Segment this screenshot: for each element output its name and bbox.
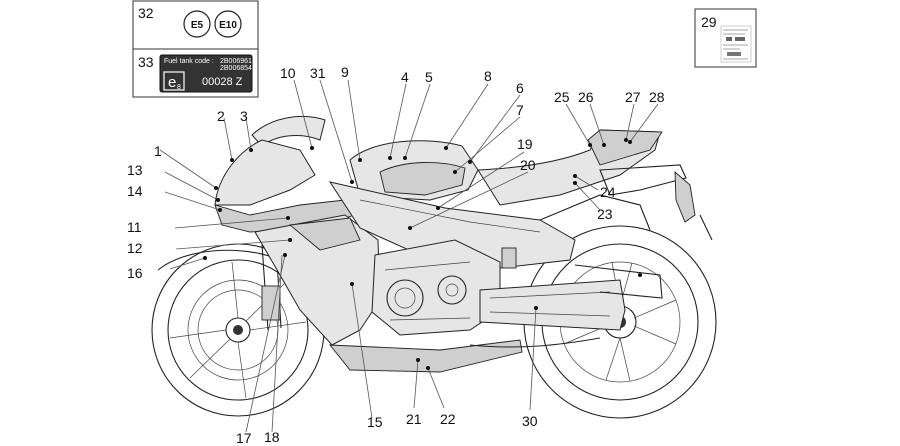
inset-number-32: 32 — [138, 5, 154, 21]
callout-12: 12 — [127, 240, 143, 256]
callout-16: 16 — [127, 265, 143, 281]
plate-title: Fuel tank code : — [164, 58, 214, 65]
callout-17: 17 — [236, 430, 252, 446]
e5-badge: E5 — [191, 20, 204, 31]
callout-numbers: 1 2 3 4 5 6 7 8 9 10 11 12 13 14 15 16 1… — [127, 64, 665, 446]
plate-code-2: 2B006854 — [220, 65, 252, 72]
callout-4: 4 — [401, 69, 409, 85]
emark-box — [163, 71, 185, 91]
callout-9: 9 — [341, 64, 349, 80]
e5-badge-circle — [183, 10, 211, 38]
callout-dots — [203, 138, 642, 370]
inset-number-29: 29 — [701, 14, 717, 30]
callout-30: 30 — [522, 413, 538, 429]
callout-28: 28 — [649, 89, 665, 105]
callout-3: 3 — [240, 108, 248, 124]
callout-8: 8 — [484, 68, 492, 84]
callout-7: 7 — [516, 102, 524, 118]
callout-2: 2 — [217, 108, 225, 124]
emark-sub: 8 — [177, 84, 181, 91]
callout-11: 11 — [127, 219, 142, 235]
callout-5: 5 — [425, 69, 433, 85]
callout-24: 24 — [600, 184, 616, 200]
emark-letter: e — [168, 74, 176, 91]
motorcycle-drawing — [151, 115, 717, 419]
plate-code-1: 2B006961 — [220, 58, 252, 65]
inset-box-left: 32 E5 E10 33 Fuel tank code : 2B006961 2… — [132, 0, 259, 98]
callout-20: 20 — [520, 157, 536, 173]
callout-10: 10 — [280, 65, 296, 81]
inset-number-33: 33 — [138, 54, 154, 70]
callout-31: 31 — [310, 65, 326, 81]
callout-15: 15 — [367, 414, 383, 430]
callout-18: 18 — [264, 429, 280, 445]
callout-6: 6 — [516, 80, 524, 96]
e10-badge: E10 — [219, 20, 237, 31]
callout-26: 26 — [578, 89, 594, 105]
callout-13: 13 — [127, 162, 143, 178]
callout-23: 23 — [597, 206, 613, 222]
approval-code: 00028 Z — [202, 76, 243, 88]
e10-badge-circle — [214, 10, 242, 38]
callout-25: 25 — [554, 89, 570, 105]
callout-21: 21 — [406, 411, 422, 427]
callout-22: 22 — [440, 411, 456, 427]
callout-19: 19 — [517, 136, 533, 152]
callout-1: 1 — [154, 143, 162, 159]
callout-14: 14 — [127, 183, 143, 199]
engine — [371, 239, 501, 336]
inset-box-right: 29 — [694, 8, 757, 68]
leader-lines — [159, 79, 659, 433]
fuel-code-plate — [159, 54, 253, 93]
callout-27: 27 — [625, 89, 641, 105]
sticker-29 — [720, 25, 752, 63]
